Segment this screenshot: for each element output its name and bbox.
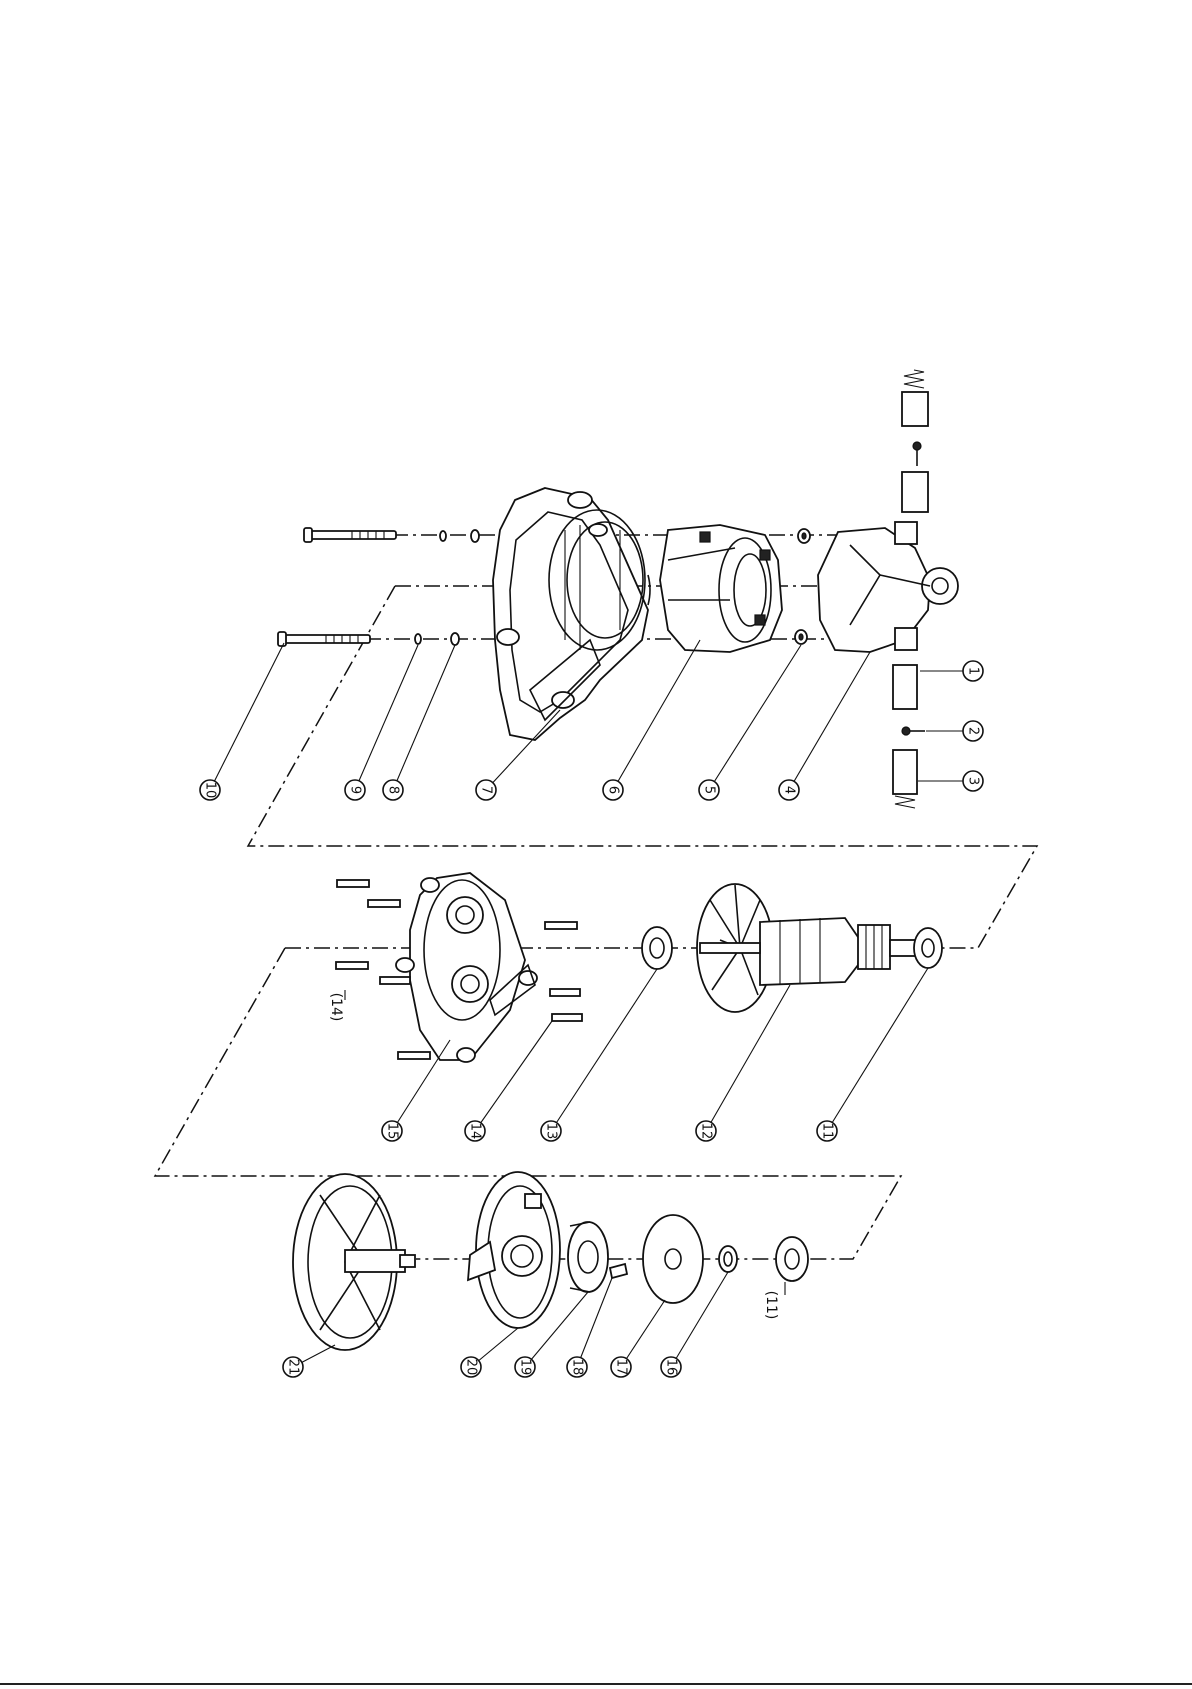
- washer-part: [415, 530, 479, 645]
- callout-number: 8: [386, 786, 401, 794]
- callout-number: 6: [606, 786, 621, 794]
- callout-number: 20: [464, 1359, 479, 1376]
- callout-6: 6: [603, 780, 623, 800]
- callout-3: 3: [963, 771, 983, 791]
- callout-number: 12: [699, 1123, 714, 1140]
- brush-cap-part: [818, 522, 958, 652]
- callout-number: 5: [702, 786, 717, 794]
- gear-housing-part: [468, 1172, 560, 1328]
- callout-15: 15: [382, 1121, 402, 1141]
- callout-17: 17: [611, 1357, 631, 1377]
- retaining-ring-part: [719, 1246, 737, 1272]
- callout-number: 11: [820, 1123, 835, 1140]
- callout-19: 19: [515, 1357, 535, 1377]
- callout-number: 21: [286, 1359, 301, 1376]
- callout-5: 5: [699, 780, 719, 800]
- long-screw-part: [278, 528, 396, 646]
- callout-10: 10: [200, 780, 220, 800]
- stator-part: [648, 525, 782, 652]
- callout-number: 9: [348, 786, 363, 794]
- armature-part: [697, 884, 916, 1012]
- callout-9: 9: [345, 780, 365, 800]
- callout-14: 14: [465, 1121, 485, 1141]
- callout-number: 7: [479, 786, 494, 794]
- callout-1: 1: [963, 661, 983, 681]
- callout-4: 4: [779, 780, 799, 800]
- key-part: [610, 1264, 627, 1278]
- bearing-part: [568, 1222, 608, 1292]
- callout-number: 17: [614, 1359, 629, 1376]
- reference-label: (14): [328, 993, 344, 1022]
- callout-2: 2: [963, 721, 983, 741]
- callout-20: 20: [461, 1357, 481, 1377]
- callout-7: 7: [476, 780, 496, 800]
- callout-21: 21: [283, 1357, 303, 1377]
- callout-11: 11: [817, 1121, 837, 1141]
- callout-number: 16: [664, 1359, 679, 1376]
- bearing-part: [776, 1237, 808, 1281]
- callout-16: 16: [661, 1357, 681, 1377]
- motor-housing-part: [493, 488, 648, 740]
- callout-number: 3: [966, 777, 981, 785]
- callout-number: 14: [468, 1123, 483, 1140]
- endshield-part: [396, 873, 537, 1062]
- callout-number: 19: [518, 1359, 533, 1376]
- callout-18: 18: [567, 1357, 587, 1377]
- callout-number: 1: [966, 667, 981, 675]
- gear-disc-part: [643, 1215, 703, 1303]
- callout-number: 13: [544, 1123, 559, 1140]
- callout-8: 8: [383, 780, 403, 800]
- gear-wheel-part: [293, 1174, 415, 1350]
- callout-number: 10: [203, 782, 218, 799]
- bearing-part: [914, 928, 942, 968]
- reference-label: (11): [763, 1291, 779, 1320]
- callout-number: 18: [570, 1359, 585, 1376]
- callout-number: 2: [966, 727, 981, 735]
- callout-number: 4: [782, 786, 797, 794]
- callout-13: 13: [541, 1121, 561, 1141]
- callout-12: 12: [696, 1121, 716, 1141]
- bearing-part: [642, 927, 672, 969]
- callout-number: 15: [385, 1123, 400, 1140]
